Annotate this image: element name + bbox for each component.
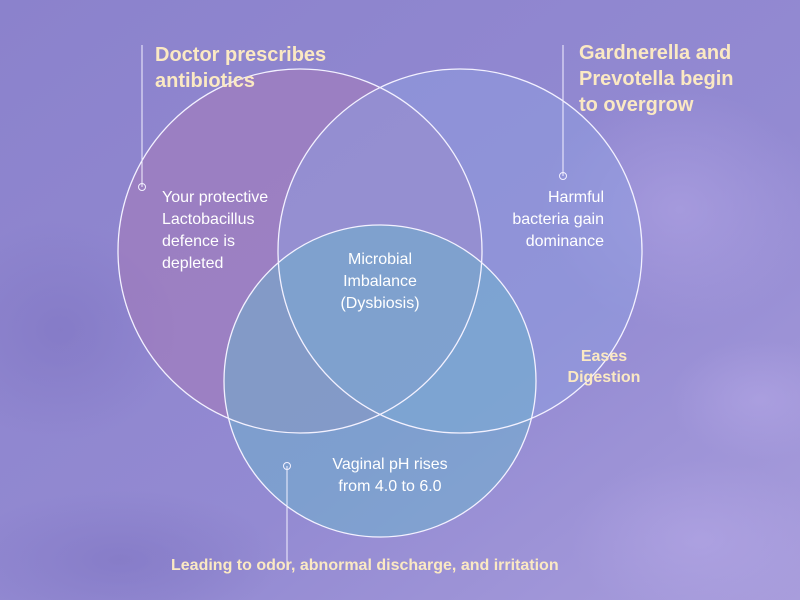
circle-overgrowth-outline — [277, 68, 643, 434]
region-left-line: Your protective — [162, 189, 269, 206]
region-center-line: (Dysbiosis) — [340, 295, 420, 313]
callout-eases-line: Digestion — [567, 368, 641, 386]
region-right-line: bacteria gain — [512, 211, 604, 229]
leader-dot-right — [559, 172, 567, 180]
circle-ph-rise-outline — [223, 224, 537, 538]
region-text-left: Your protective Lactobacillus defence is… — [162, 187, 268, 275]
region-bottom-line: Vaginal pH rises — [332, 456, 448, 473]
callout-overgrowth-line: Prevotella begin — [579, 68, 734, 90]
circle-ph-rise — [224, 225, 536, 537]
callout-antibiotics-line: Doctor prescribes — [155, 44, 327, 66]
region-left-line: depleted — [162, 255, 224, 273]
callout-symptoms: Leading to odor, abnormal discharge, and… — [171, 557, 559, 574]
callout-overgrowth: Gardnerella and Prevotella begin to over… — [579, 40, 734, 118]
region-bottom-line: from 4.0 to 6.0 — [338, 478, 442, 496]
leader-dot-left — [138, 183, 146, 191]
region-text-right: Harmful bacteria gain dominance — [474, 187, 604, 253]
circle-antibiotics-outline — [117, 68, 483, 434]
region-center-line: Imbalance — [343, 273, 417, 291]
callout-antibiotics-line: antibiotics — [155, 70, 256, 92]
region-left-line: Lactobacillus — [162, 211, 255, 229]
region-right-line: dominance — [525, 233, 604, 251]
callout-eases-line: Eases — [580, 348, 628, 365]
leader-dot-bottom — [283, 462, 291, 470]
region-center-line: Microbial — [347, 251, 412, 268]
region-left-line: defence is — [162, 233, 235, 251]
callout-overgrowth-line: to overgrow — [579, 94, 694, 116]
callout-antibiotics: Doctor prescribes antibiotics — [155, 42, 326, 94]
region-text-bottom: Vaginal pH rises from 4.0 to 6.0 — [310, 454, 470, 498]
callout-eases-digestion: Eases Digestion — [560, 347, 648, 389]
callout-overgrowth-line: Gardnerella and — [579, 42, 732, 64]
region-right-line: Harmful — [547, 189, 604, 206]
region-text-center: Microbial Imbalance (Dysbiosis) — [325, 249, 435, 315]
